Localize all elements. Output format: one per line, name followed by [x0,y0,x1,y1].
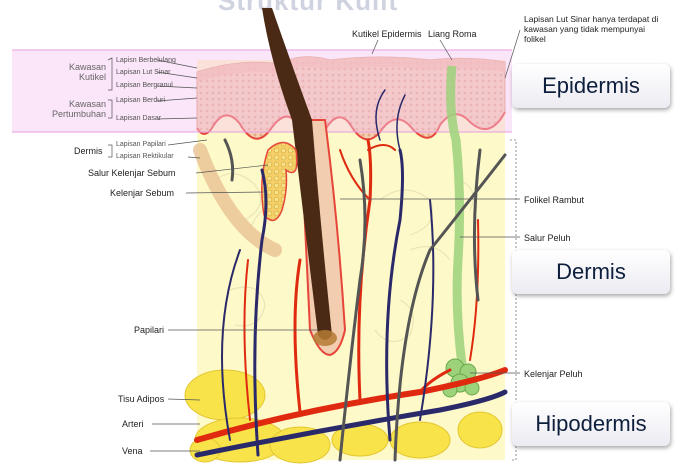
label-kawasan-kutikel: Kawasan Kutikel [52,62,106,82]
label-kawasan-pertumbuhan: Kawasan Pertumbuhan [22,99,106,119]
label-tisu-adipos: Tisu Adipos [118,394,164,404]
label-lapisan-papilari: Lapisan Papilari [116,141,166,149]
label-lapisan-berbelulang: Lapisn Berbelulang [116,57,176,65]
label-lapisan-retikular: Lapisan Rektikular [116,153,174,161]
label-folikel-rambut: Folikel Rambut [524,195,584,205]
tag-epidermis: Epidermis [512,64,670,108]
label-papilari: Papilari [134,325,164,335]
label-salur-kelenjar-sebum: Salur Kelenjar Sebum [88,168,176,178]
label-dermis: Dermis [74,146,103,156]
label-kelenjar-peluh: Kelenjar Peluh [524,369,583,379]
label-lapisan-bergranul: Lapisan Bergranul [116,82,173,90]
label-salur-peluh: Salur Peluh [524,233,571,243]
label-liang-roma: Liang Roma [428,29,477,39]
label-lapisan-dasar: Lapisan Dasar [116,115,161,123]
label-vena: Vena [122,446,143,456]
tag-hipodermis: Hipodermis [512,402,670,446]
label-arteri: Arteri [122,419,144,429]
label-lapisan-lut-sinar: Lapisan Lut Sinar [116,69,170,77]
label-kutikel-epidermis: Kutikel Epidermis [352,29,422,39]
label-lapisan-berduri: Lapisan Berduri [116,97,165,105]
label-lut-sinar-note: Lapisan Lut Sinar hanya terdapat di kawa… [524,14,664,44]
label-kelenjar-sebum: Kelenjar Sebum [110,188,174,198]
tag-dermis: Dermis [512,250,670,294]
